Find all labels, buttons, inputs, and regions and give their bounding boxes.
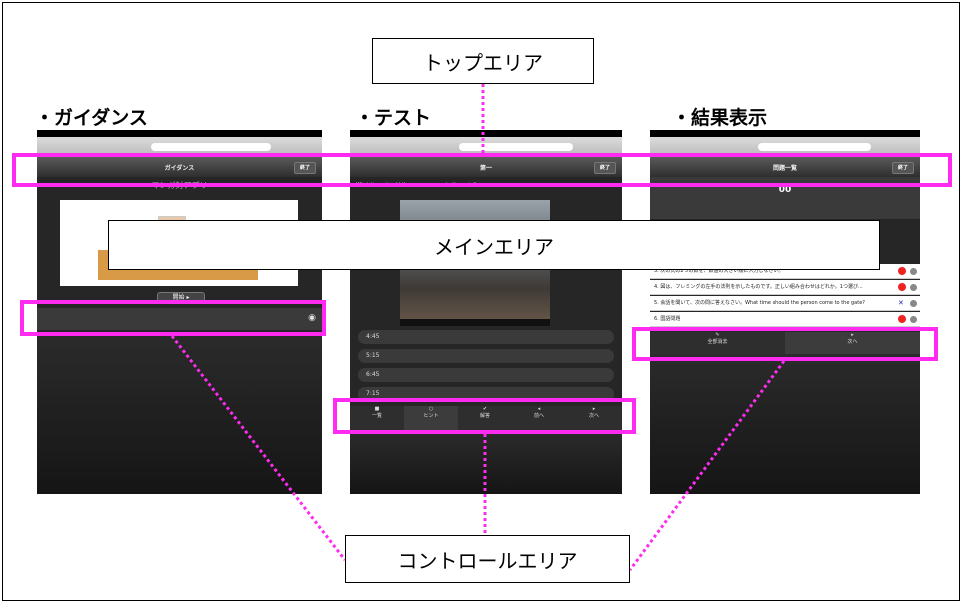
end-button[interactable]: 終了 — [892, 162, 914, 174]
top-area-label: トップエリア — [423, 50, 543, 75]
list-icon: ■ — [374, 406, 380, 412]
heading-results: ・結果表示 — [672, 107, 768, 129]
control-bar: ◉ — [37, 308, 322, 330]
main-area-callout: メインエリア — [108, 220, 880, 270]
url-field — [151, 143, 271, 151]
row-text: 4. 図は、フレミングの左手の法則を示したものです。正しい組み合わせはどれか。1… — [654, 284, 863, 290]
url-field — [758, 143, 872, 151]
next-button[interactable]: ▸次へ — [566, 406, 622, 430]
hint-icon: ○ — [428, 406, 434, 412]
incorrect-mark-icon — [898, 267, 906, 275]
list-button[interactable]: ■一覧 — [350, 406, 404, 430]
list-label: 一覧 — [371, 413, 382, 419]
chevron-left-icon: ◂ — [537, 406, 541, 412]
nav-title: 第一 — [479, 164, 492, 172]
list-item[interactable]: 6. 国語問題 — [650, 312, 920, 327]
connector-control-results — [628, 360, 786, 571]
control-area-highlight-test — [333, 398, 636, 434]
hint-label: ヒント — [423, 413, 439, 419]
check-icon: ✔ — [482, 406, 488, 412]
nav-bar: 問題一覧 終了 — [650, 157, 920, 177]
row-text: 5. 会話を聞いて、次の問に答えなさい。What time should the… — [654, 300, 865, 306]
background-gradient — [37, 334, 322, 494]
top-area-highlight — [12, 153, 952, 187]
list-item[interactable]: 4. 図は、フレミングの左手の法則を示したものです。正しい組み合わせはどれか。1… — [650, 280, 920, 295]
incorrect-mark-icon — [898, 283, 906, 291]
answer-option[interactable]: 5:15 — [358, 349, 614, 363]
list-item[interactable]: 5. 会話を聞いて、次の問に答えなさい。What time should the… — [650, 296, 920, 311]
video-progress-bar[interactable] — [400, 319, 550, 326]
score-value: 00 — [778, 185, 792, 195]
cross-mark-icon: ✕ — [898, 299, 904, 307]
pencil-icon: ✎ — [715, 332, 720, 338]
url-field — [458, 143, 574, 151]
status-bar — [350, 130, 622, 137]
results-list: 3. 次の式の2つの数を、数値の大きい順に入力しなさい。 4. 図は、フレミング… — [650, 264, 920, 336]
control-area-highlight-results — [632, 327, 938, 361]
heading-test: ・テスト — [355, 107, 432, 129]
background-gradient — [650, 354, 920, 494]
browser-bar — [350, 137, 622, 157]
nav-bar: 第一 終了 — [350, 157, 622, 177]
gear-icon[interactable] — [910, 284, 917, 291]
gear-icon[interactable] — [910, 268, 917, 275]
control-bar: ■一覧 ○ヒント ✔解答 ◂前へ ▸次へ — [350, 406, 622, 432]
nav-title: 問題一覧 — [772, 164, 797, 172]
gear-icon[interactable] — [910, 316, 917, 323]
answer-option[interactable]: 7:15 — [358, 387, 614, 401]
prev-button[interactable]: ◂前へ — [512, 406, 566, 430]
incorrect-mark-icon — [898, 315, 906, 323]
nav-bar: ガイダンス 終了 — [37, 157, 322, 177]
answer-button[interactable]: ✔解答 — [458, 406, 512, 430]
control-area-callout: コントロールエリア — [345, 535, 630, 583]
browser-bar — [37, 137, 322, 157]
answer-option[interactable]: 6:45 — [358, 368, 614, 382]
next-label: 次へ — [847, 339, 858, 345]
row-text: 6. 国語問題 — [654, 316, 681, 322]
clear-all-label: 全部消去 — [707, 339, 728, 345]
answer-label: 解答 — [479, 413, 490, 419]
control-area-label: コントロールエリア — [397, 548, 578, 573]
gear-icon[interactable] — [910, 300, 917, 307]
top-area-callout: トップエリア — [372, 38, 594, 84]
end-button[interactable]: 終了 — [594, 162, 616, 174]
row-text: 3. 次の式の2つの数を、数値の大きい順に入力しなさい。 — [654, 268, 784, 274]
end-button[interactable]: 終了 — [294, 162, 316, 174]
next-label: 次へ — [588, 413, 599, 419]
status-bar — [37, 130, 322, 137]
eye-icon[interactable]: ◉ — [308, 313, 316, 323]
hint-button[interactable]: ○ヒント — [404, 406, 458, 430]
clear-all-button[interactable]: ✎全部消去 — [650, 332, 785, 356]
control-area-highlight-guidance — [20, 300, 326, 336]
control-bar: ✎全部消去 ▸次へ — [650, 332, 920, 356]
heading-guidance: ・ガイダンス — [35, 107, 148, 129]
chevron-right-icon: ▸ — [592, 406, 596, 412]
nav-title: ガイダンス — [164, 164, 195, 172]
main-area-label: メインエリア — [434, 234, 554, 259]
phone-results: 問題一覧 終了 00 3. 次の式の2つの数を、数値の大きい順に入力しなさい。 … — [650, 130, 920, 494]
next-button[interactable]: ▸次へ — [785, 332, 920, 356]
prev-label: 前へ — [533, 413, 544, 419]
answer-option[interactable]: 4:45 — [358, 330, 614, 344]
browser-bar — [650, 137, 920, 157]
chevron-right-icon: ▸ — [851, 332, 854, 338]
connector-control-guidance — [170, 335, 347, 561]
start-button-label: 開始 — [172, 294, 185, 301]
status-bar — [650, 130, 920, 137]
